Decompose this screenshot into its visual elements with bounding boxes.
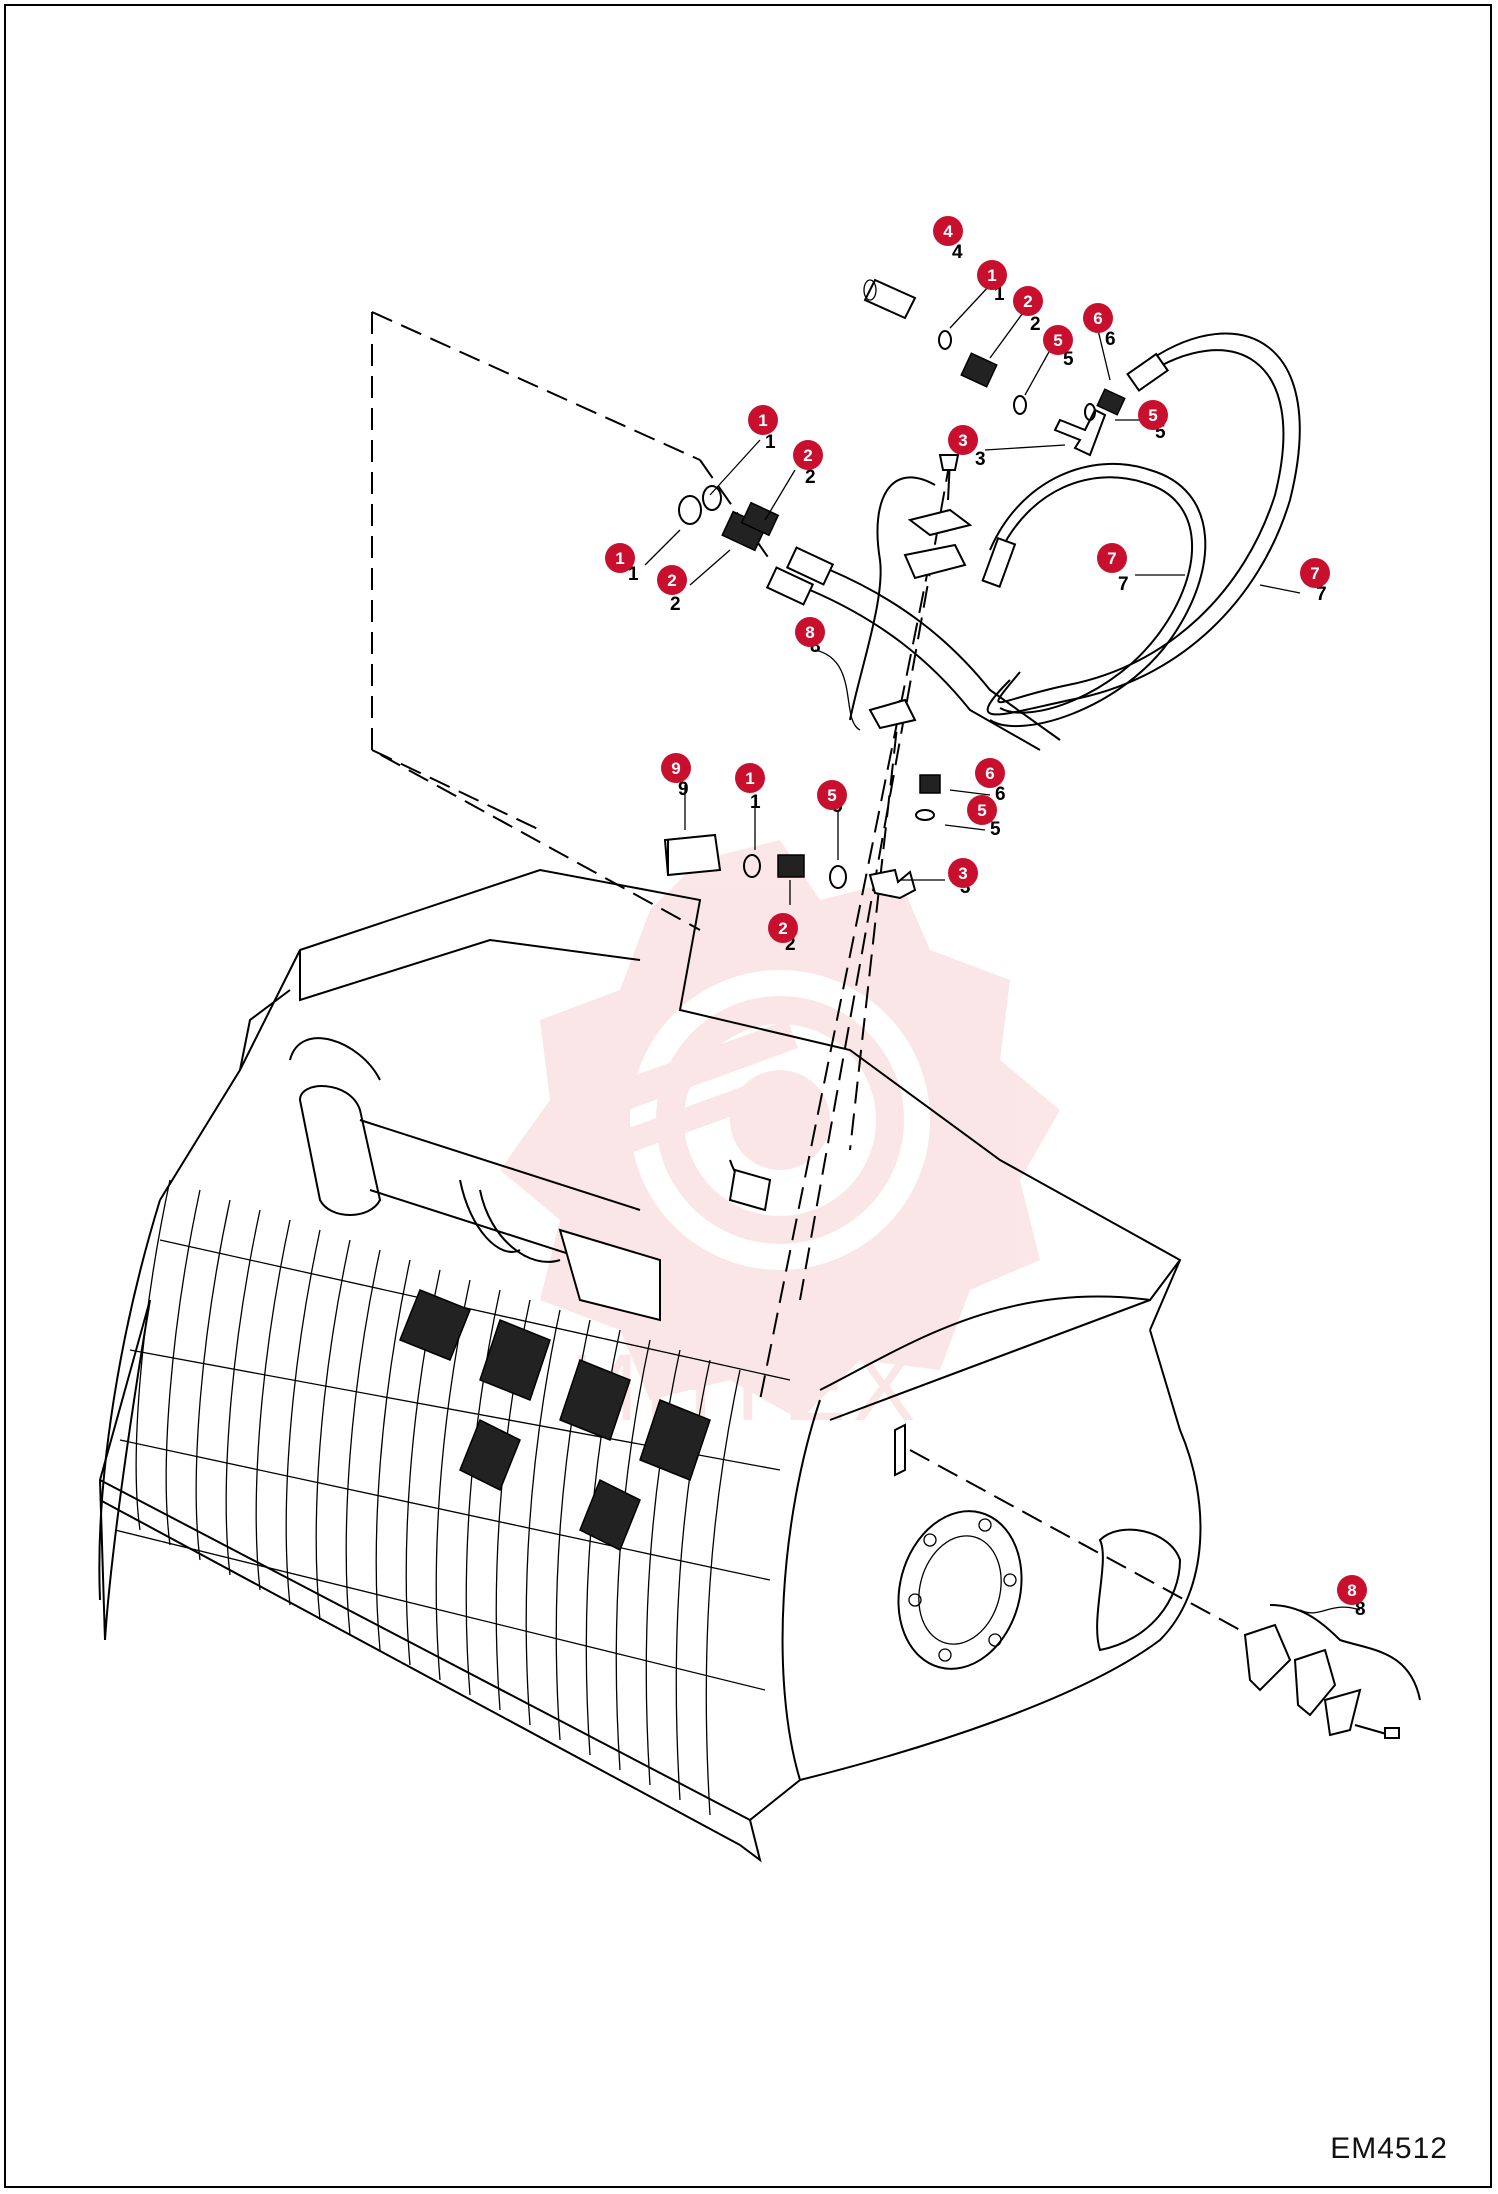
drawing-frame xyxy=(4,4,1492,2188)
svg-text:2: 2 xyxy=(670,594,681,615)
svg-text:1: 1 xyxy=(615,549,624,568)
callout-c1b: 1 xyxy=(748,405,778,435)
svg-text:1: 1 xyxy=(750,792,761,813)
svg-text:2: 2 xyxy=(667,571,676,590)
svg-text:3: 3 xyxy=(958,864,967,883)
callout-c6b: 6 xyxy=(975,758,1005,788)
callout-c5b: 5 xyxy=(1138,400,1168,430)
rotor-drum xyxy=(399,1289,711,1552)
fittings-lower-group xyxy=(663,774,941,900)
callout-c9a: 9 xyxy=(661,753,691,783)
fittings-upper-group xyxy=(863,278,1126,457)
svg-text:5: 5 xyxy=(1148,406,1157,425)
svg-text:7: 7 xyxy=(1107,549,1116,568)
callout-c7a: 7 xyxy=(1097,543,1127,573)
callout-c8a: 8 xyxy=(795,617,825,647)
svg-text:6: 6 xyxy=(1093,309,1102,328)
svg-text:7: 7 xyxy=(1118,574,1129,595)
callout-c2c: 2 xyxy=(657,565,687,595)
callout-c7b: 7 xyxy=(1300,558,1330,588)
svg-text:5: 5 xyxy=(1053,331,1062,350)
svg-text:2: 2 xyxy=(803,446,812,465)
svg-text:7: 7 xyxy=(1310,564,1319,583)
svg-text:2: 2 xyxy=(805,467,816,488)
callout-c8b: 8 xyxy=(1337,1575,1367,1605)
assembly-guide-lines xyxy=(371,311,1241,1631)
svg-text:5: 5 xyxy=(977,801,986,820)
svg-text:8: 8 xyxy=(1347,1581,1356,1600)
hose-clamp-upper xyxy=(849,454,973,730)
svg-text:6: 6 xyxy=(985,764,994,783)
callout-c1c: 1 xyxy=(605,543,635,573)
svg-text:3: 3 xyxy=(958,431,967,450)
svg-text:7: 7 xyxy=(1316,584,1327,605)
hydraulic-hoses xyxy=(765,332,1301,751)
svg-text:5: 5 xyxy=(1155,422,1166,443)
svg-text:2: 2 xyxy=(778,919,787,938)
fittings-mid-group xyxy=(678,485,780,552)
hydraulic-motor xyxy=(289,1037,772,1322)
svg-text:3: 3 xyxy=(975,449,986,470)
callout-c3b: 3 xyxy=(948,858,978,888)
grille-bucket xyxy=(98,868,1202,1863)
callout-c2b: 2 xyxy=(793,440,823,470)
svg-text:5: 5 xyxy=(827,786,836,805)
svg-text:5: 5 xyxy=(990,819,1001,840)
svg-text:1: 1 xyxy=(987,266,996,285)
svg-text:8: 8 xyxy=(1355,1599,1366,1620)
svg-text:2: 2 xyxy=(785,934,796,955)
svg-text:9: 9 xyxy=(678,779,689,800)
callout-c2d: 2 xyxy=(768,913,798,943)
svg-text:9: 9 xyxy=(671,759,680,778)
svg-text:2: 2 xyxy=(1030,314,1041,335)
svg-text:4: 4 xyxy=(943,222,953,241)
callout-c1d: 1 xyxy=(735,763,765,793)
callout-c4a: 4 xyxy=(933,216,963,246)
callout-leaders xyxy=(644,245,1361,1614)
svg-text:1: 1 xyxy=(628,564,639,585)
svg-text:8: 8 xyxy=(810,636,821,657)
callout-c5a: 5 xyxy=(1043,325,1073,355)
callout-c6a: 6 xyxy=(1083,303,1113,333)
svg-text:8: 8 xyxy=(805,623,814,642)
svg-text:1: 1 xyxy=(765,432,776,453)
callout-c5d: 5 xyxy=(967,795,997,825)
svg-text:6: 6 xyxy=(995,784,1006,805)
hose-clamp-lower xyxy=(1243,1604,1421,1739)
svg-text:5: 5 xyxy=(1063,349,1074,370)
svg-text:2: 2 xyxy=(1023,292,1032,311)
callout-c1a: 1 xyxy=(977,260,1007,290)
drawing-code-label: EM4512 xyxy=(1330,2132,1448,2165)
svg-text:1: 1 xyxy=(994,284,1005,305)
svg-text:4: 4 xyxy=(952,242,963,263)
svg-text:1: 1 xyxy=(758,411,767,430)
svg-text:6: 6 xyxy=(1105,329,1116,350)
callout-c2a: 2 xyxy=(1013,286,1043,316)
svg-text:1: 1 xyxy=(745,769,754,788)
callout-c3a: 3 xyxy=(948,425,978,455)
callout-c5c: 5 xyxy=(817,780,847,810)
